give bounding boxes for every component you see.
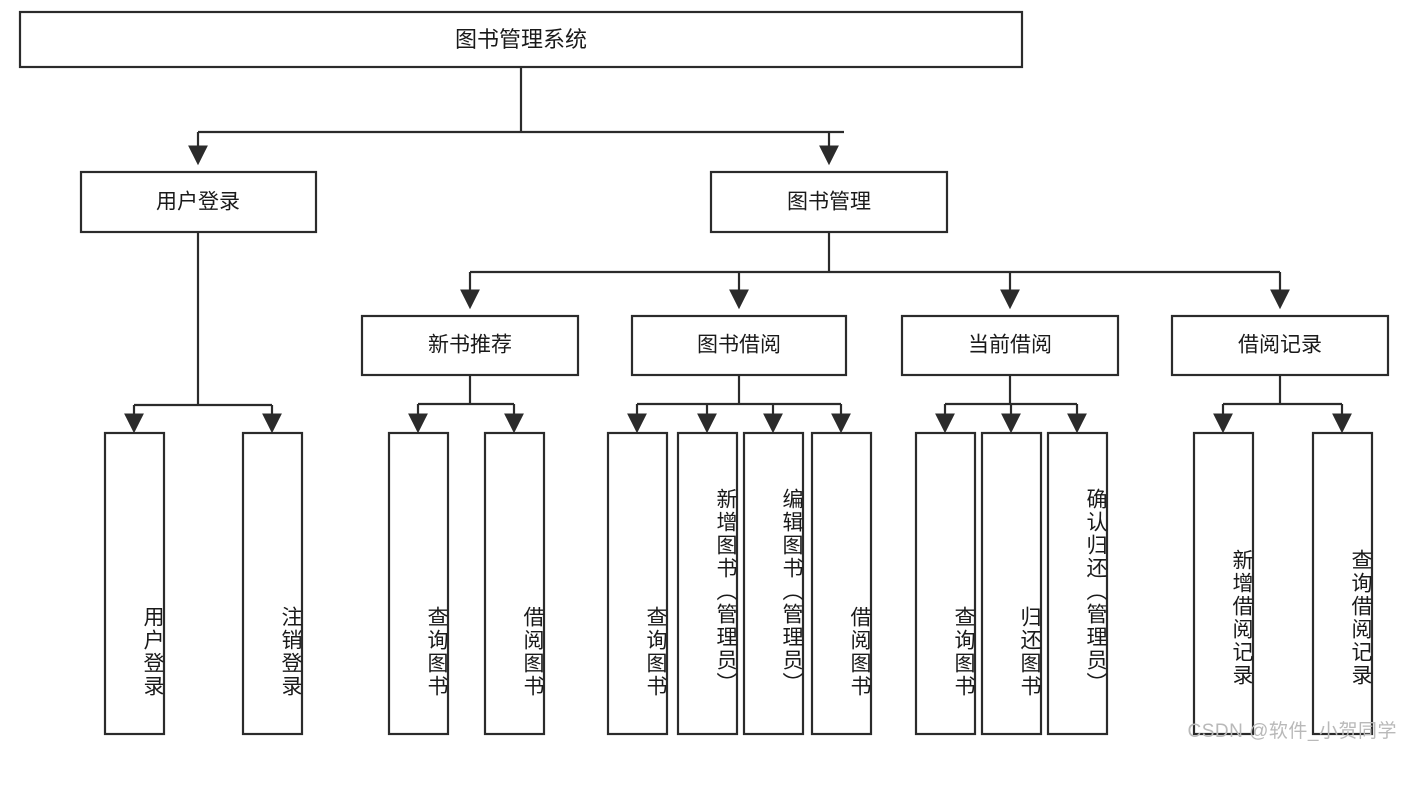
csdn-watermark: CSDN @软件_小贺同学: [1187, 721, 1397, 742]
leaf-box-query-book-2[interactable]: [606, 431, 669, 736]
node-book-borrow-label: 图书借阅: [697, 334, 781, 357]
leaf-box-return-book[interactable]: [980, 431, 1043, 736]
node-book-borrow[interactable]: 图书借阅: [630, 314, 848, 377]
flowchart-svg: 图书管理系统 用户登录 图书管理 新书推荐 图书借阅 当前借阅 借阅记录: [18, 10, 1390, 736]
node-root[interactable]: 图书管理系统: [18, 10, 1024, 69]
leaf-rects: [103, 431, 1374, 736]
leaf-box-query-record[interactable]: [1311, 431, 1374, 736]
node-current-borrow-label: 当前借阅: [968, 334, 1052, 357]
node-book-management-label: 图书管理: [787, 191, 871, 214]
node-root-label: 图书管理系统: [455, 27, 587, 52]
flowchart-canvas: 图书管理系统 用户登录 图书管理 新书推荐 图书借阅 当前借阅 借阅记录: [18, 10, 1397, 742]
leaf-box-borrow-book-2[interactable]: [810, 431, 873, 736]
node-user-login[interactable]: 用户登录: [79, 170, 318, 234]
connector-userlogin-to-leaves: [124, 232, 282, 434]
node-borrow-record-label: 借阅记录: [1238, 334, 1322, 357]
connector-root-to-level2: [188, 67, 844, 166]
node-new-book-recommend[interactable]: 新书推荐: [360, 314, 580, 377]
node-new-book-recommend-label: 新书推荐: [428, 334, 512, 357]
node-borrow-record[interactable]: 借阅记录: [1170, 314, 1390, 377]
leaf-box-edit-book-admin[interactable]: [742, 431, 805, 736]
connector-newbook-to-leaves: [408, 375, 524, 434]
leaf-box-query-book-1[interactable]: [387, 431, 450, 736]
connector-borrow-to-leaves: [627, 375, 851, 434]
leaf-box-confirm-return[interactable]: [1046, 431, 1109, 736]
leaf-box-logout[interactable]: [241, 431, 304, 736]
node-user-login-label: 用户登录: [156, 191, 240, 214]
leaf-box-borrow-book-1[interactable]: [483, 431, 546, 736]
connector-current-to-leaves: [935, 375, 1087, 434]
connector-record-to-leaves: [1213, 375, 1352, 434]
leaf-box-add-record[interactable]: [1192, 431, 1255, 736]
leaf-box-user-login[interactable]: [103, 431, 166, 736]
leaf-box-add-book-admin[interactable]: [676, 431, 739, 736]
node-current-borrow[interactable]: 当前借阅: [900, 314, 1120, 377]
connector-bookmgmt-to-level3: [460, 232, 1290, 310]
node-book-management[interactable]: 图书管理: [709, 170, 949, 234]
leaf-box-query-book-3[interactable]: [914, 431, 977, 736]
